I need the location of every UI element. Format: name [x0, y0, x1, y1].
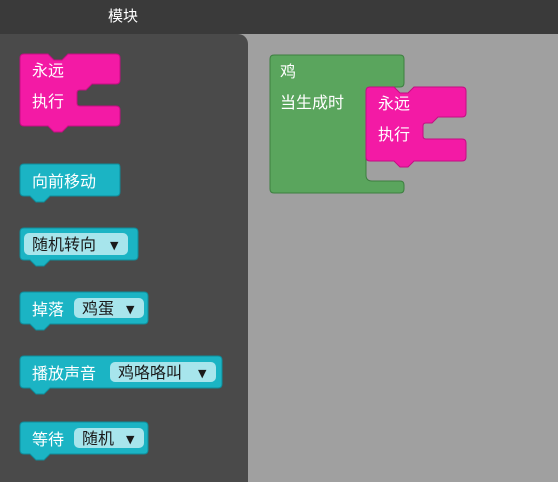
chevron-down-icon: ▼	[126, 433, 135, 446]
on-spawn-label: 当生成时	[280, 93, 344, 112]
workspace-chicken-spawn-block[interactable]: 鸡 当生成时	[268, 54, 408, 197]
turn-random-label: 随机转向	[32, 235, 96, 254]
wait-option: 随机	[82, 429, 114, 448]
drop-option: 鸡蛋	[82, 299, 114, 318]
palette-wait-block[interactable]: 等待 随机 ▼	[19, 421, 154, 461]
chevron-down-icon: ▼	[198, 367, 207, 380]
workspace-forever-label: 永远	[378, 94, 410, 113]
chevron-down-icon: ▼	[110, 239, 119, 252]
workspace-forever-do-label: 执行	[378, 125, 410, 144]
palette-drop-block[interactable]: 掉落 鸡蛋 ▼	[19, 291, 152, 331]
chevron-down-icon: ▼	[126, 303, 135, 316]
palette-title: 模块	[108, 7, 139, 25]
wait-label: 等待	[32, 430, 64, 449]
palette-turn-random-block[interactable]: 随机转向 ▼	[19, 227, 142, 267]
drop-dropdown[interactable]	[74, 298, 144, 318]
play-sound-option: 鸡咯咯叫	[118, 363, 182, 382]
workspace-forever-block[interactable]: 永远 执行	[365, 86, 472, 168]
drop-label: 掉落	[32, 300, 64, 319]
palette-move-forward-block[interactable]: 向前移动	[19, 163, 124, 203]
forever-do-label: 执行	[32, 92, 64, 111]
chicken-title: 鸡	[280, 62, 296, 81]
turn-random-dropdown[interactable]	[24, 233, 128, 255]
palette-forever-block[interactable]: 永远 执行	[19, 53, 126, 133]
forever-label: 永远	[32, 61, 64, 80]
play-sound-label: 播放声音	[32, 364, 96, 383]
wait-dropdown[interactable]	[74, 428, 144, 448]
header-bar: 模块	[0, 0, 558, 34]
palette-play-sound-block[interactable]: 播放声音 鸡咯咯叫 ▼	[19, 355, 226, 395]
play-sound-dropdown[interactable]	[110, 362, 216, 382]
move-forward-label: 向前移动	[32, 172, 96, 191]
